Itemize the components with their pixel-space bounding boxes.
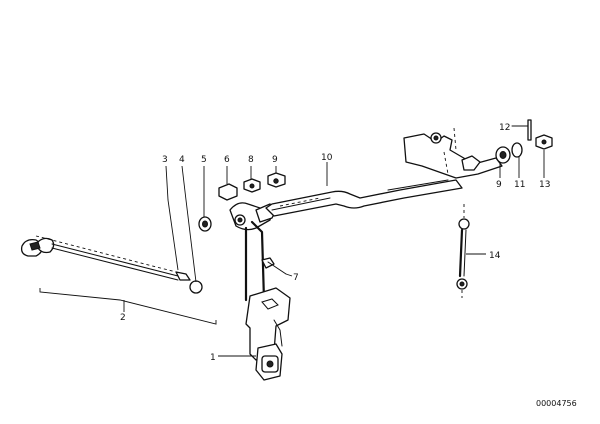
callout-9-right: 9 bbox=[496, 180, 502, 190]
nut-part-8[interactable] bbox=[243, 166, 261, 193]
lever-assembly[interactable] bbox=[229, 202, 277, 302]
leader-lines-3-4 bbox=[165, 165, 197, 283]
callout-7: 7 bbox=[293, 273, 299, 283]
callout-3: 3 bbox=[162, 155, 168, 165]
callout-5: 5 bbox=[201, 155, 207, 165]
callout-9-center: 9 bbox=[272, 155, 278, 165]
callout-2: 2 bbox=[120, 313, 126, 323]
diagram-ref-number: 00004756 bbox=[536, 399, 577, 408]
bolt-part-7[interactable] bbox=[261, 257, 293, 277]
bracket-callout-2 bbox=[39, 288, 217, 325]
ball-socket-part-9[interactable] bbox=[495, 146, 511, 178]
clip-part-12[interactable] bbox=[511, 119, 532, 141]
relay-linkage[interactable] bbox=[403, 127, 503, 179]
control-rod-part-10[interactable] bbox=[265, 162, 463, 217]
callout-11: 11 bbox=[514, 180, 525, 190]
nut-part-9[interactable] bbox=[267, 166, 286, 188]
nut-part-13[interactable] bbox=[535, 134, 553, 178]
clip-part-6[interactable] bbox=[218, 166, 238, 201]
bushing-part-5[interactable] bbox=[198, 166, 212, 232]
link-part-14[interactable] bbox=[456, 204, 486, 298]
callout-12: 12 bbox=[499, 123, 510, 133]
callout-13: 13 bbox=[539, 180, 550, 190]
callout-4: 4 bbox=[179, 155, 185, 165]
bracket-part-1[interactable] bbox=[218, 287, 291, 381]
washer-part-11[interactable] bbox=[511, 142, 523, 178]
callout-6: 6 bbox=[224, 155, 230, 165]
callout-10: 10 bbox=[321, 153, 333, 163]
callout-8: 8 bbox=[248, 155, 254, 165]
linkage-rod-part-2[interactable] bbox=[20, 235, 203, 294]
callout-1: 1 bbox=[210, 353, 216, 363]
callout-14: 14 bbox=[489, 251, 501, 261]
